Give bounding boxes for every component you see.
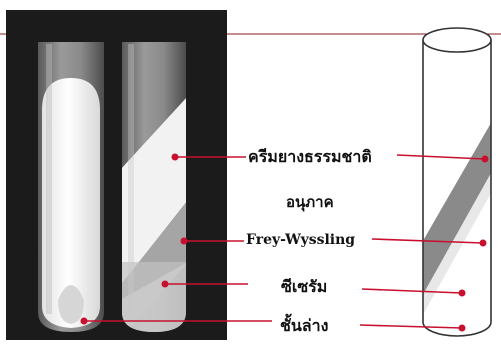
label-bottom-fraction: ชั้นล่าง: [280, 314, 328, 339]
dot-frey-right: [480, 240, 487, 247]
dot-serum-left: [162, 281, 169, 288]
label-natural-rubber-cream: ครีมยางธรรมชาติ: [248, 145, 372, 170]
dot-bottom-left: [81, 318, 88, 325]
schematic-tube-rim: [423, 28, 491, 52]
dot-frey-left: [181, 238, 188, 245]
dot-bottom-right: [459, 325, 466, 332]
dot-cream-right: [482, 156, 489, 163]
dot-serum-right: [459, 290, 466, 297]
label-particle-prefix: อนุภาค: [286, 190, 334, 214]
photo-tube-right: [120, 42, 188, 342]
label-c-serum: ซีเซรัม: [281, 275, 327, 300]
dot-cream-left: [172, 154, 179, 161]
photo-tube-left: [38, 42, 104, 332]
label-frey-wyssling: Frey-Wyssling: [246, 232, 355, 248]
tube-photograph: [6, 10, 227, 342]
